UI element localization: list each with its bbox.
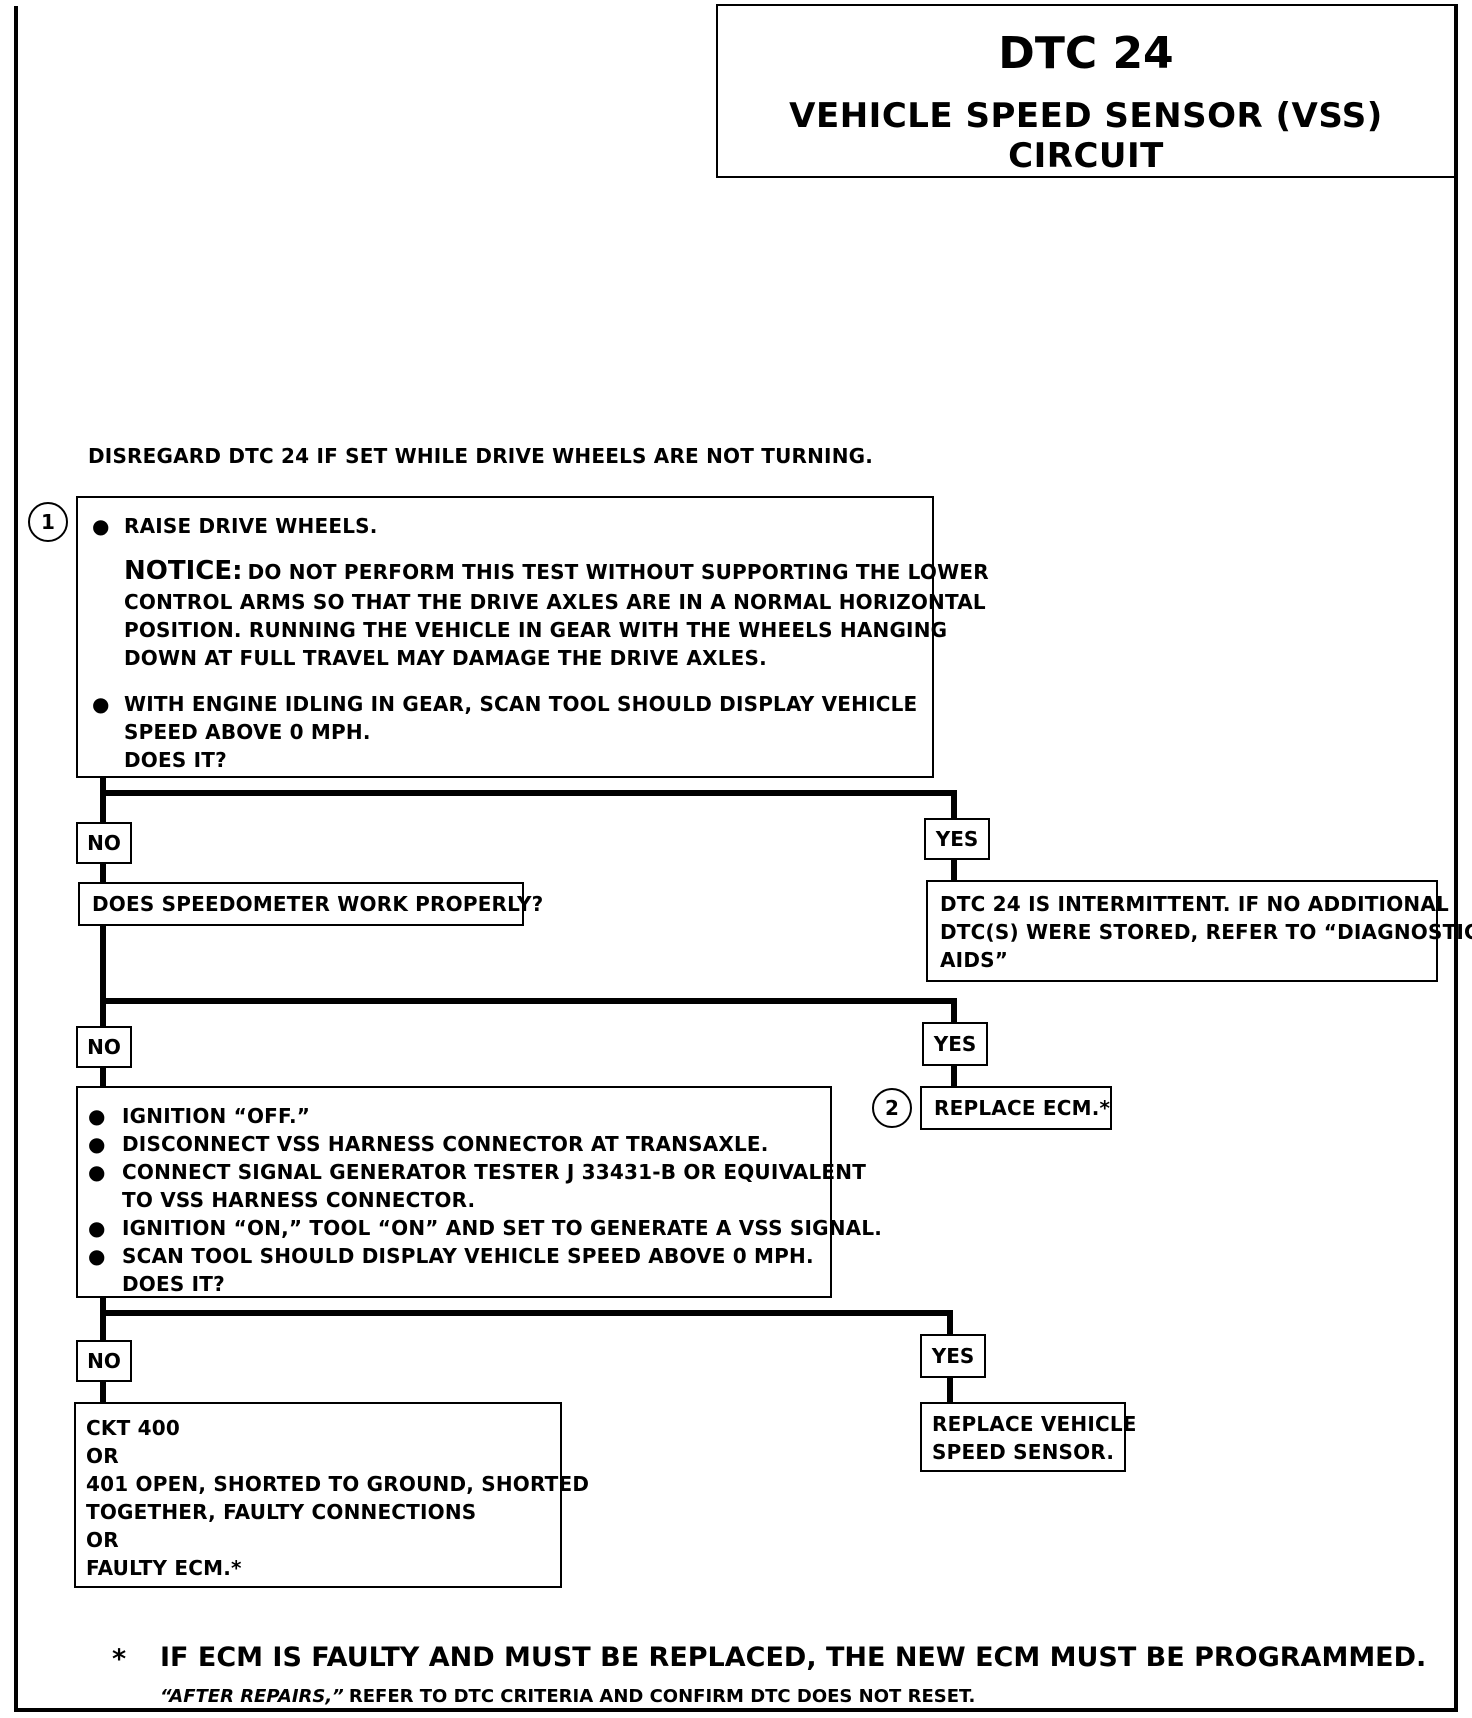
result-line: OR — [86, 1444, 119, 1468]
bullet-icon: ● — [88, 1160, 106, 1184]
no-label: NO — [76, 822, 132, 864]
notice-line: POSITION. RUNNING THE VEHICLE IN GEAR WI… — [124, 618, 948, 642]
page-title: DTC 24 — [998, 28, 1174, 79]
bullet-icon: ● — [88, 1104, 106, 1128]
step1-question: DOES IT? — [124, 748, 227, 772]
result-line: TOGETHER, FAULTY CONNECTIONS — [86, 1500, 477, 1524]
result-line: REPLACE VEHICLE — [932, 1412, 1137, 1436]
yes-label: YES — [922, 1022, 988, 1066]
list-item: ● — [92, 512, 110, 541]
step1-box: ● RAISE DRIVE WHEELS. NOTICE: DO NOT PER… — [76, 496, 989, 778]
result-line: FAULTY ECM.* — [86, 1556, 242, 1580]
intermittent-result-box: DTC 24 IS INTERMITTENT. IF NO ADDITIONAL… — [926, 880, 1472, 982]
notice-line: DO NOT PERFORM THIS TEST WITHOUT SUPPORT… — [247, 560, 989, 584]
result-line: AIDS” — [940, 948, 1009, 972]
result-line: 401 OPEN, SHORTED TO GROUND, SHORTED — [86, 1472, 590, 1496]
after-repairs-text: REFER TO DTC CRITERIA AND CONFIRM DTC DO… — [348, 1686, 976, 1707]
yes-label: YES — [924, 818, 990, 860]
bullet-icon: ● — [88, 1244, 106, 1268]
step3-bullet: DISCONNECT VSS HARNESS CONNECTOR AT TRAN… — [122, 1132, 769, 1156]
step3-bullet: SCAN TOOL SHOULD DISPLAY VEHICLE SPEED A… — [122, 1244, 814, 1268]
bullet-icon: ● — [88, 1216, 106, 1240]
bullet-icon: ● — [92, 514, 110, 538]
speedometer-question-box: DOES SPEEDOMETER WORK PROPERLY? — [78, 882, 543, 926]
page-frame — [14, 6, 1458, 1712]
no-label: NO — [76, 1026, 132, 1068]
step3-question: DOES IT? — [122, 1272, 225, 1296]
replace-ecm-box: REPLACE ECM.* — [920, 1086, 1112, 1130]
step-number-2: 2 — [872, 1088, 912, 1128]
step1-bullet-line: WITH ENGINE IDLING IN GEAR, SCAN TOOL SH… — [124, 692, 918, 716]
step3-box: ● IGNITION “OFF.” ● DISCONNECT VSS HARNE… — [76, 1086, 882, 1298]
result-line: CKT 400 — [86, 1416, 180, 1440]
after-repairs-label: “AFTER REPAIRS,” — [160, 1686, 344, 1707]
bullet-icon: ● — [88, 1132, 106, 1156]
notice-label: NOTICE: — [124, 556, 243, 586]
bullet-icon: ● — [92, 692, 110, 716]
step3-bullet: IGNITION “OFF.” — [122, 1104, 311, 1128]
result-line: OR — [86, 1528, 119, 1552]
circuit-fault-box: CKT 400 OR 401 OPEN, SHORTED TO GROUND, … — [74, 1402, 589, 1588]
list-item: ● — [92, 690, 110, 719]
step1-bullet-raise: RAISE DRIVE WHEELS. — [124, 514, 378, 538]
no-label: NO — [76, 1340, 132, 1382]
footnote-after-repairs: “AFTER REPAIRS,” REFER TO DTC CRITERIA A… — [160, 1686, 975, 1707]
step3-bullet-cont: TO VSS HARNESS CONNECTOR. — [122, 1188, 476, 1212]
step3-bullet: IGNITION “ON,” TOOL “ON” AND SET TO GENE… — [122, 1216, 883, 1240]
footnote-main: IF ECM IS FAULTY AND MUST BE REPLACED, T… — [160, 1642, 1427, 1673]
result-line: SPEED SENSOR. — [932, 1440, 1115, 1464]
step1-bullet-line: SPEED ABOVE 0 MPH. — [124, 720, 371, 744]
notice-line: DOWN AT FULL TRAVEL MAY DAMAGE THE DRIVE… — [124, 646, 767, 670]
footnote-asterisk: * — [112, 1644, 127, 1675]
result-line: DTC(S) WERE STORED, REFER TO “DIAGNOSTIC — [940, 920, 1472, 944]
page-subtitle: VEHICLE SPEED SENSOR (VSS) CIRCUIT — [789, 96, 1383, 176]
intro-note: DISREGARD DTC 24 IF SET WHILE DRIVE WHEE… — [88, 444, 874, 468]
yes-label: YES — [920, 1334, 986, 1378]
title-block: DTC 24 VEHICLE SPEED SENSOR (VSS) CIRCUI… — [716, 4, 1458, 178]
result-line: DTC 24 IS INTERMITTENT. IF NO ADDITIONAL — [940, 892, 1449, 916]
notice-block: NOTICE: DO NOT PERFORM THIS TEST WITHOUT… — [124, 556, 989, 587]
notice-line: CONTROL ARMS SO THAT THE DRIVE AXLES ARE… — [124, 590, 986, 614]
step-number-1: 1 — [28, 502, 68, 542]
step3-bullet: CONNECT SIGNAL GENERATOR TESTER J 33431-… — [122, 1160, 867, 1184]
replace-vss-box: REPLACE VEHICLE SPEED SENSOR. — [920, 1402, 1136, 1472]
